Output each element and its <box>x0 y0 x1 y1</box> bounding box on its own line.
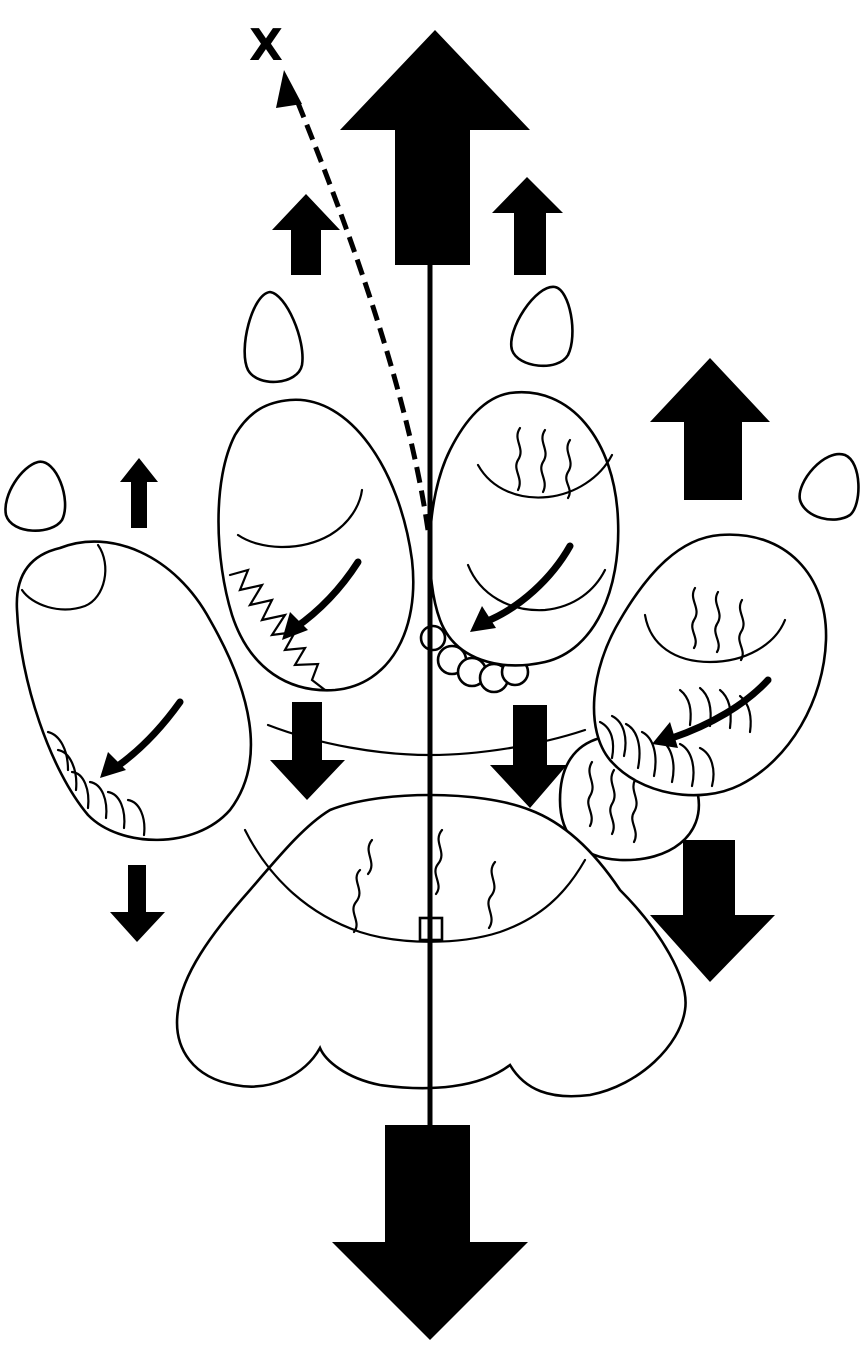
claw-far-right <box>800 454 859 520</box>
digital-pad-inner-right <box>430 392 618 665</box>
claw-inner-right <box>511 287 572 366</box>
deviation-arrowhead <box>276 70 302 108</box>
deviation-axis-label: X <box>249 20 283 71</box>
arrow-down-inner-right <box>490 705 567 808</box>
digital-pad-far-right-upper <box>594 535 826 796</box>
arrow-up-large-center <box>340 30 530 265</box>
arrow-down-large-center <box>332 1125 528 1340</box>
digital-pad-far-left <box>17 542 251 840</box>
arrow-down-inner-left <box>270 702 345 800</box>
claw-far-left <box>5 462 65 531</box>
digital-pad-inner-left <box>219 400 414 690</box>
arrow-down-far-left <box>110 865 165 942</box>
claw-inner-left <box>245 292 303 382</box>
arrow-up-inner-left <box>272 194 340 275</box>
arrow-up-far-left <box>120 458 158 528</box>
arrow-up-far-right <box>650 358 770 500</box>
arrow-up-inner-right <box>492 177 563 275</box>
